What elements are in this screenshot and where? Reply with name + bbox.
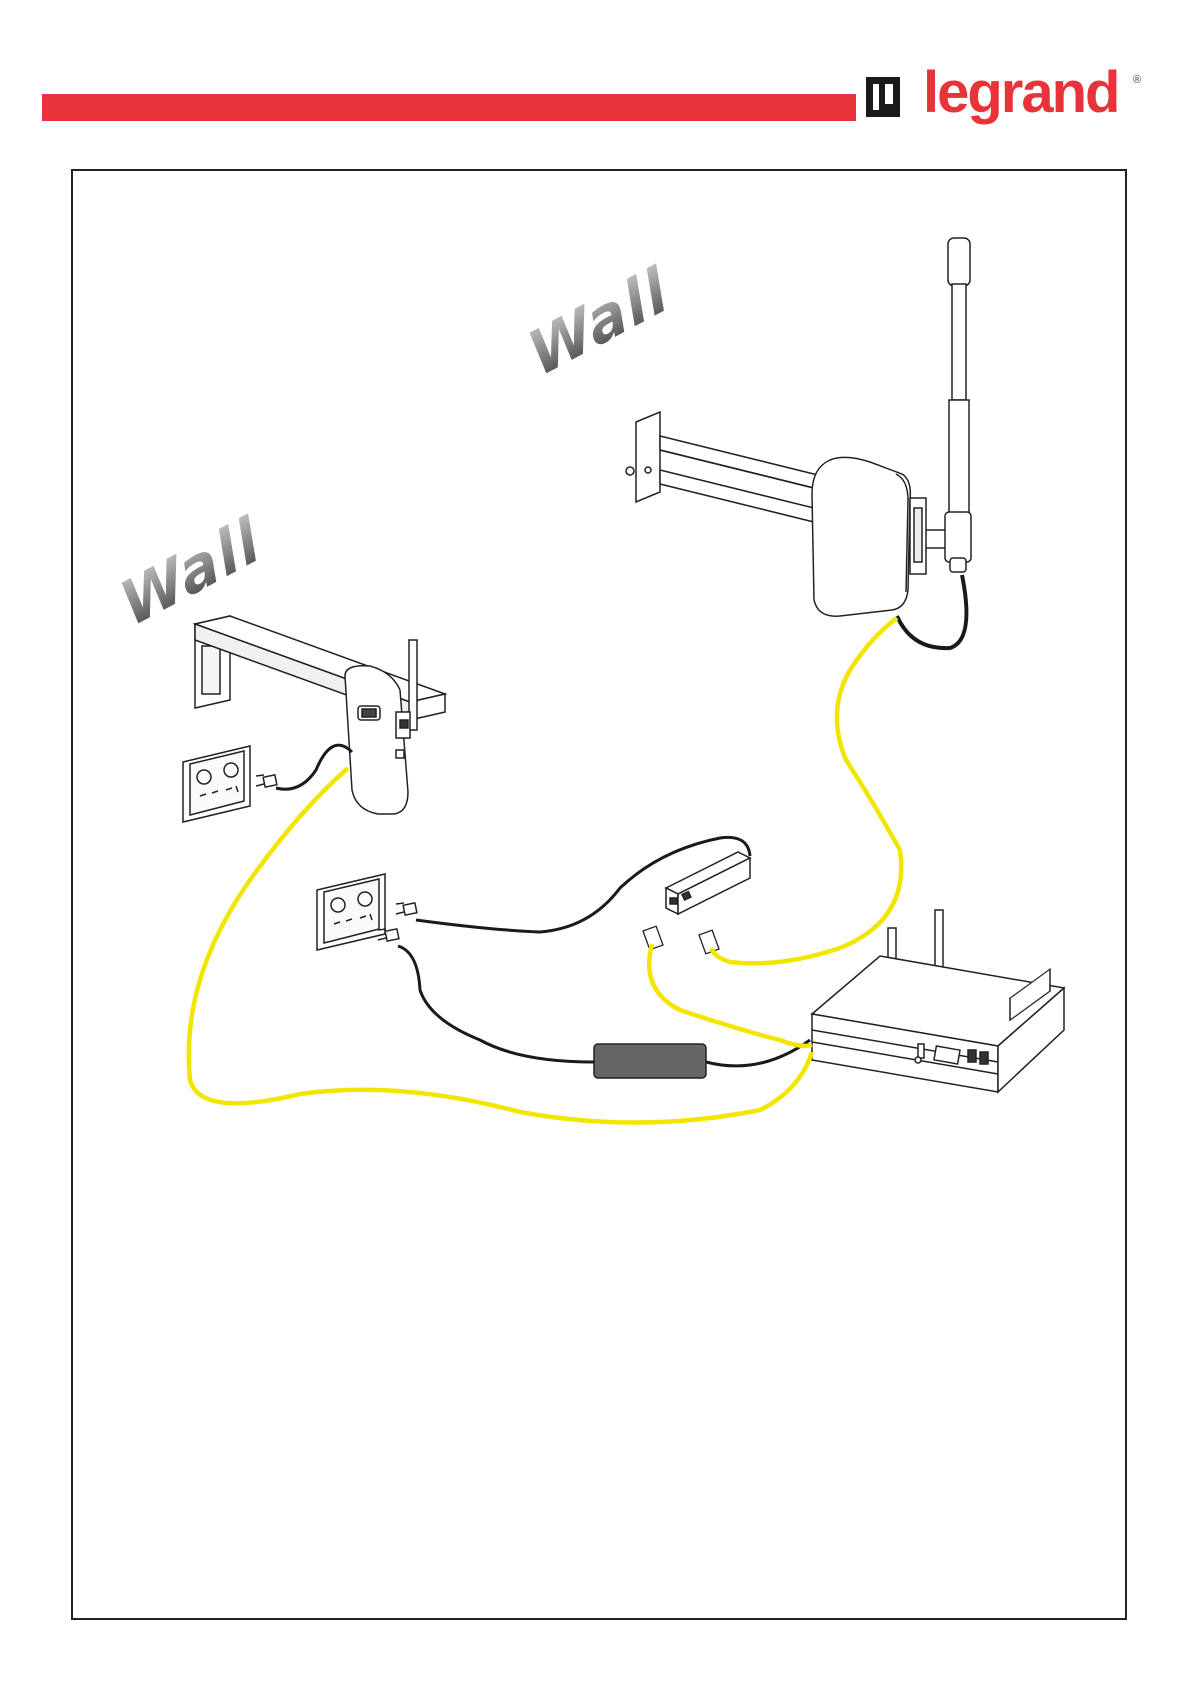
- poe-injector: [666, 852, 750, 914]
- wall-bracket: [195, 616, 445, 720]
- power-outlet: [317, 874, 385, 950]
- power-cable: [398, 946, 594, 1062]
- power-cable: [276, 745, 352, 789]
- power-outlet: [183, 746, 250, 822]
- rj45-connector-icon: [643, 926, 719, 954]
- ethernet-cable: [712, 618, 901, 963]
- power-adapter: [594, 1044, 706, 1078]
- outdoor-antenna-radio: [626, 238, 971, 616]
- ethernet-cable: [189, 768, 812, 1123]
- router-box: [812, 910, 1064, 1092]
- power-plug-icon: [256, 775, 277, 787]
- indoor-radio-unit: [345, 640, 417, 814]
